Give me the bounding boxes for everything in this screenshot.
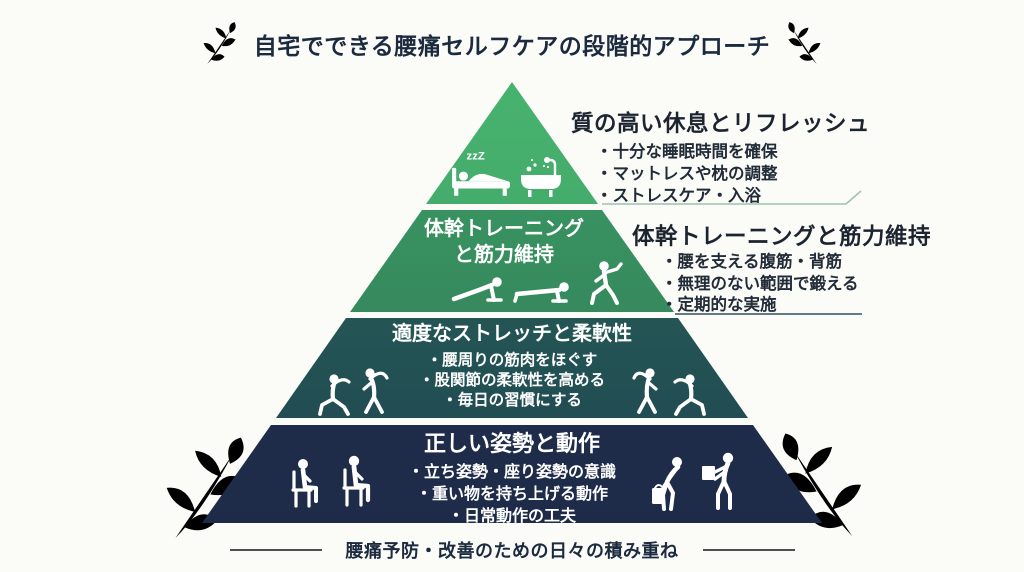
stretch-figure-icon (668, 374, 708, 416)
bullet-item: ・立ち姿勢・座り姿勢の意識 (407, 464, 616, 481)
level4-block: 正しい姿勢と動作 ・立ち姿勢・座り姿勢の意識 ・重い物を持ち上げる動作 ・日常動… (352, 431, 672, 525)
level2-label-line1: 体幹トレーニング (424, 218, 584, 240)
stretch-figure-icon (630, 368, 666, 414)
bullet-item: ・マットレスや枕の調整 (596, 165, 778, 183)
footer-divider-right (702, 549, 795, 551)
sitting-posture-icon (286, 455, 326, 515)
title-row: 自宅でできる腰痛セルフケアの段階的アプローチ (0, 22, 1024, 66)
footer-divider-left (229, 549, 322, 551)
plank-icon (450, 276, 504, 303)
bullet-item: ・日常動作の工夫 (447, 508, 576, 525)
footer-row: 腰痛予防・改善のための日々の積み重ね (0, 537, 1024, 563)
bullet-item: ・股関節の柔軟性を高める (418, 372, 605, 389)
svg-text:zzZ: zzZ (467, 151, 485, 163)
sitting-posture-icon (336, 451, 378, 515)
level3-label: 適度なストレッチと柔軟性 (392, 323, 632, 345)
bullet-item: ・十分な睡眠時間を確保 (596, 143, 778, 161)
lifting-bag-icon (650, 452, 694, 514)
bullet-item: ・腰を支える腹筋・背筋 (661, 253, 843, 271)
callout-rest-bullets: ・十分な睡眠時間を確保 ・マットレスや枕の調整 ・ストレスケア・入浴 (596, 141, 778, 207)
level2-label: 体幹トレーニング と筋力維持 (398, 216, 610, 268)
level4-bullets: ・立ち姿勢・座り姿勢の意識 ・重い物を持ち上げる動作 ・日常動作の工夫 (352, 462, 672, 525)
callout-core-bullets: ・腰を支える腹筋・背筋 ・無理のない範囲で鍛える ・定期的な実施 (661, 252, 859, 317)
bullet-item: ・定期的な実施 (661, 296, 777, 314)
level2-label-line2: と筋力維持 (454, 244, 554, 266)
bullet-item: ・重い物を持ち上げる動作 (415, 486, 608, 503)
bullet-item: ・毎日の習慣にする (442, 392, 582, 409)
bathtub-icon (519, 153, 563, 198)
level4-label: 正しい姿勢と動作 (423, 431, 600, 456)
stretch-figure-icon (316, 374, 356, 416)
callout-core-underline (675, 313, 862, 315)
lifting-box-icon (700, 448, 744, 514)
level3-block: 適度なストレッチと柔軟性 ・腰周りの筋肉をほぐす ・股関節の柔軟性を高める ・毎… (347, 322, 677, 411)
bullet-item: ・腰周りの筋肉をほぐす (426, 352, 598, 369)
callout-rest-heading: 質の高い休息とリフレッシュ (571, 111, 871, 136)
callout-core-heading: 体幹トレーニングと筋力維持 (632, 224, 932, 249)
bullet-item: ・ストレスケア・入浴 (596, 187, 761, 205)
footer-text: 腰痛予防・改善のための日々の積み重ね (345, 541, 679, 561)
bullet-item: ・無理のない範囲で鍛える (661, 274, 859, 293)
leaf-twig-icon (784, 22, 824, 66)
callout-rest-underline (602, 190, 862, 205)
stretch-figure-icon (356, 368, 392, 414)
pushup-icon (513, 279, 571, 304)
leaf-twig-icon (200, 22, 240, 66)
level3-bullets: ・腰周りの筋肉をほぐす ・股関節の柔軟性を高める ・毎日の習慣にする (347, 351, 677, 411)
bed-sleep-icon: zzZ (450, 146, 512, 198)
exercise-figure-icon (586, 261, 624, 305)
page-title: 自宅でできる腰痛セルフケアの段階的アプローチ (253, 33, 771, 59)
